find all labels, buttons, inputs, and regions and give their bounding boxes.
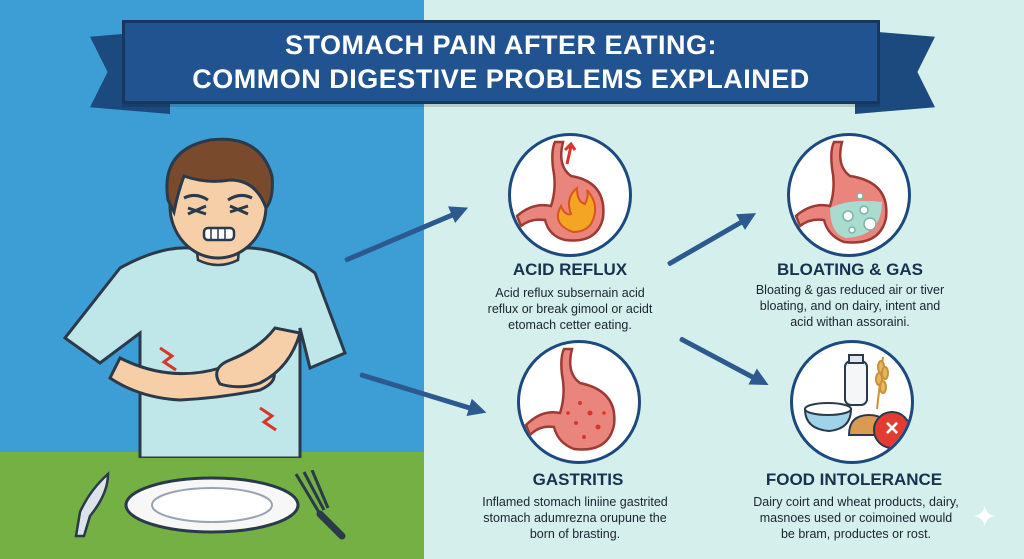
wheat-icon xyxy=(875,356,889,410)
person-illustration xyxy=(62,137,347,458)
gastritis-line-2: stomach adumrezna orupune the xyxy=(483,511,667,525)
food-intolerance-line-2: masnoes used or coimoined would xyxy=(759,511,953,525)
food-intolerance-line-1: Dairy coirt and wheat products, dairy, xyxy=(753,495,959,509)
bloating-description: Bloating & gas reduced air or tiver bloa… xyxy=(736,282,964,330)
title-banner: STOMACH PAIN AFTER EATING: COMMON DIGEST… xyxy=(122,20,880,104)
bloating-line-1: Bloating & gas reduced air or tiver xyxy=(755,283,945,297)
hair xyxy=(165,137,274,217)
food-intolerance-description: Dairy coirt and wheat products, dairy, m… xyxy=(740,494,972,542)
acid-reflux-line-2: reflux or break gimool or acidt xyxy=(487,302,653,316)
acid-reflux-line-3: etomach cetter eating. xyxy=(508,318,632,332)
gastritis-line-3: born of brasting. xyxy=(529,527,621,541)
shirt xyxy=(62,246,347,458)
knife-icon xyxy=(74,471,110,538)
flame-icon xyxy=(557,185,597,234)
sparkle-icon: ✦ xyxy=(972,501,998,534)
bloating-line-3: acid withan assoraini. xyxy=(790,315,910,329)
bloating-illustration xyxy=(787,133,911,257)
bloating-title: BLOATING & GAS xyxy=(776,260,924,279)
plate-icon xyxy=(124,476,300,534)
title-line-1: STOMACH PAIN AFTER EATING: xyxy=(285,30,717,60)
milk-icon xyxy=(844,354,868,406)
fork-icon xyxy=(294,470,346,540)
food-intolerance-title: FOOD INTOLERANCE xyxy=(765,470,943,489)
bloating-line-2: bloating, and on dairy, intent and xyxy=(759,299,941,313)
food-intolerance-line-3: be bram, productes or rost. xyxy=(780,527,932,541)
acid-reflux-title: ACID REFLUX xyxy=(512,260,628,279)
food-intolerance-illustration: × xyxy=(790,340,914,464)
title-line-2: COMMON DIGESTIVE PROBLEMS EXPLAINED xyxy=(192,64,810,94)
gastritis-line-1: Inflamed stomach liniine gastrited xyxy=(482,495,668,509)
acid-reflux-line-1: Acid reflux subsernain acid xyxy=(495,286,645,300)
acid-reflux-description: Acid reflux subsernain acid reflux or br… xyxy=(462,285,678,333)
no-icon: × xyxy=(873,411,911,449)
bubbles-icon xyxy=(842,192,877,234)
gastritis-description: Inflamed stomach liniine gastrited stoma… xyxy=(462,494,688,542)
gastritis-illustration xyxy=(517,340,641,464)
gastritis-title: GASTRITIS xyxy=(532,470,624,489)
acid-reflux-illustration xyxy=(508,133,632,257)
inflammation-icon xyxy=(566,401,606,439)
